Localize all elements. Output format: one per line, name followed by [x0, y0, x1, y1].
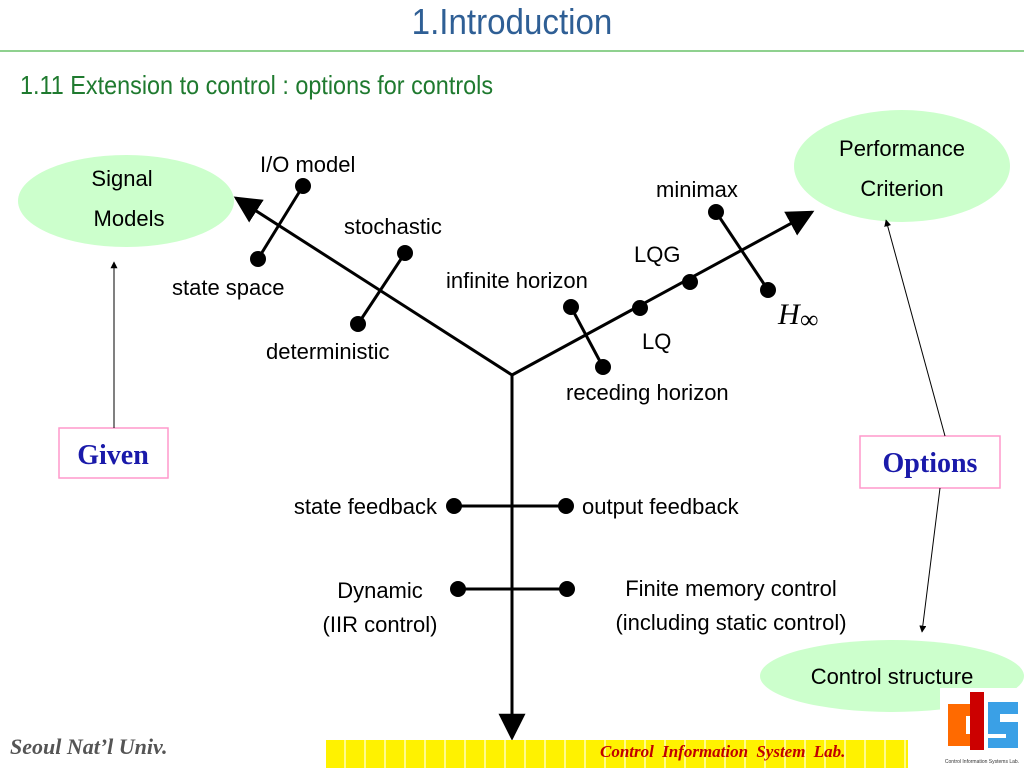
lq-label: LQ	[642, 329, 671, 354]
options-label: Options	[883, 448, 978, 479]
receding-horizon-node	[595, 359, 611, 375]
io-model-crossbar	[256, 185, 305, 260]
horizon-crossbar	[569, 306, 605, 368]
dynamic-label-1: Dynamic	[337, 578, 423, 603]
performance-criterion-ellipse	[794, 110, 1010, 222]
minimax-node	[708, 204, 724, 220]
stochastic-node	[397, 245, 413, 261]
infinite-horizon-label: infinite horizon	[446, 268, 588, 293]
stochastic-crossbar	[356, 252, 407, 325]
title-divider	[0, 50, 1024, 52]
dynamic-node	[450, 581, 466, 597]
lab-name: Control Information System Lab.	[600, 742, 846, 761]
signal-models-ellipse	[18, 155, 234, 247]
stochastic-label: stochastic	[344, 214, 442, 239]
h-infinity-letter: H	[777, 298, 802, 331]
output-feedback-label: output feedback	[582, 494, 740, 519]
h-infinity-node	[760, 282, 776, 298]
finite-memory-label-2: (including static control)	[615, 610, 846, 635]
signal-models-label-1: Signal	[91, 166, 152, 191]
lqg-node	[682, 274, 698, 290]
options-to-structure-arrow	[919, 487, 941, 633]
deterministic-label: deterministic	[266, 339, 389, 364]
io-model-node	[295, 178, 311, 194]
state-feedback-node	[446, 498, 462, 514]
right-branch-line	[511, 210, 815, 377]
footer-bar	[326, 740, 908, 768]
logo-caption: Control Information Systems Lab.	[945, 759, 1019, 765]
signal-models-label-2: Models	[94, 206, 165, 231]
receding-horizon-label: receding horizon	[566, 380, 729, 405]
lab-logo: Control Information Systems Lab.	[940, 688, 1024, 768]
lqg-label: LQG	[634, 242, 680, 267]
given-label: Given	[77, 440, 149, 471]
performance-criterion-label-2: Criterion	[860, 176, 943, 201]
deterministic-node	[350, 316, 366, 332]
infinite-horizon-node	[563, 299, 579, 315]
university-name: Seoul Nat’l Univ.	[10, 734, 168, 759]
lq-node	[632, 300, 648, 316]
performance-criterion-label-1: Performance	[839, 136, 965, 161]
h-infinity-symbol: ∞	[800, 305, 819, 334]
output-feedback-node	[558, 498, 574, 514]
state-feedback-label: state feedback	[294, 494, 438, 519]
dynamic-label-2: (IIR control)	[323, 612, 438, 637]
finite-memory-label-1: Finite memory control	[625, 576, 837, 601]
options-to-performance-arrow	[884, 219, 946, 437]
state-space-node	[250, 251, 266, 267]
finite-memory-node	[559, 581, 575, 597]
slide-subtitle: 1.11 Extension to control : options for …	[20, 70, 494, 100]
minimax-label: minimax	[656, 177, 738, 202]
left-branch-line	[233, 196, 513, 377]
io-model-label: I/O model	[260, 152, 355, 177]
control-structure-label: Control structure	[811, 664, 974, 689]
minimax-crossbar	[714, 211, 770, 291]
options-box	[859, 435, 1001, 489]
state-space-label: state space	[172, 275, 285, 300]
slide-title: 1.Introduction	[411, 1, 613, 42]
